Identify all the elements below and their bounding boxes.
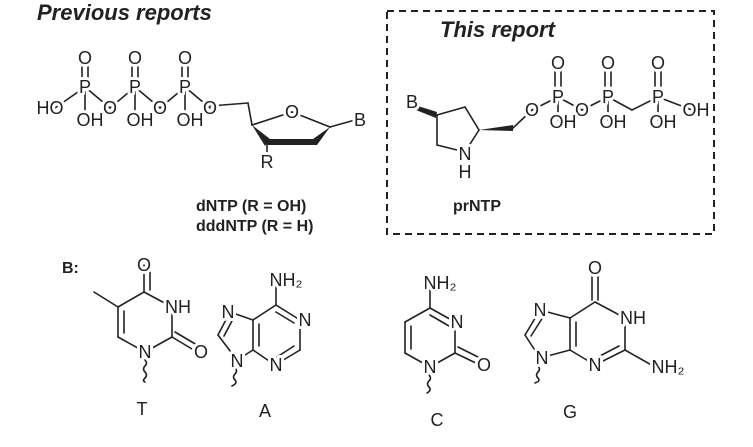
atom-label: NH xyxy=(620,308,646,328)
atom-label: NH₂ xyxy=(652,357,685,377)
dntp-label: dNTP (R = OH) xyxy=(196,198,306,215)
atom-label: O xyxy=(575,100,589,120)
atom-label: HO xyxy=(37,98,64,118)
atom-label: O xyxy=(651,53,665,73)
atom-label: N xyxy=(534,300,547,320)
atom-label: OH xyxy=(77,110,104,130)
atom-label: O xyxy=(551,53,565,73)
atom-label: B xyxy=(354,110,366,130)
atom-label: P xyxy=(602,87,614,107)
atom-label: OH xyxy=(177,110,204,130)
thymine-structure: O NH O N T xyxy=(93,252,211,419)
atom-label: N xyxy=(424,357,437,377)
atom-label: O xyxy=(477,355,491,375)
atom-label: N xyxy=(222,302,235,322)
cytosine-structure: NH₂ N O N C xyxy=(404,270,494,430)
atom-label: NH₂ xyxy=(270,270,303,290)
atom-label: N xyxy=(139,342,152,362)
guanine-structure: O NH NH₂ N N N G xyxy=(524,255,688,422)
heading-previous-reports: Previous reports xyxy=(37,0,212,25)
atom-label: N xyxy=(459,144,472,164)
adenine-structure: NH₂ N N N N A xyxy=(217,267,315,421)
atom-label: O xyxy=(103,98,117,118)
atom-label: O xyxy=(588,258,602,278)
dddntp-label: dddNTP (R = H) xyxy=(196,218,313,235)
atom-label: OH xyxy=(650,112,677,132)
atom-label: O xyxy=(137,255,151,275)
atom-label: P xyxy=(652,87,664,107)
atom-label: O xyxy=(203,98,217,118)
prntp-structure: B N H O P P P O O O O OH OH OH OH prNTP xyxy=(403,50,713,215)
bases-label: B: xyxy=(62,260,79,277)
atom-label: N xyxy=(536,348,549,368)
atom-label: N xyxy=(231,351,244,371)
base-name-c: C xyxy=(431,410,444,430)
this-report-box xyxy=(386,10,715,235)
atom-label: NH₂ xyxy=(424,273,457,293)
atom-label: N xyxy=(589,355,602,375)
atom-label: O xyxy=(78,48,92,68)
atom-label: O xyxy=(128,48,142,68)
atom-label: O xyxy=(194,342,208,362)
atom-label: OH xyxy=(550,112,577,132)
atom-label: P xyxy=(79,77,91,97)
atom-label: NH xyxy=(165,297,191,317)
atom-label: O xyxy=(178,48,192,68)
atom-label: R xyxy=(261,152,274,172)
atom-label: O xyxy=(525,100,539,120)
atom-label: N xyxy=(270,355,283,375)
atom-label: OH xyxy=(683,100,710,120)
atom-label: B xyxy=(406,92,418,112)
base-name-a: A xyxy=(259,401,271,421)
prntp-label: prNTP xyxy=(453,198,501,215)
atom-label: N xyxy=(299,310,312,330)
atom-label: H xyxy=(459,162,472,182)
dntp-structure: O O O P P P HO O O O OH OH OH O B R dNTP… xyxy=(34,45,370,235)
atom-label: P xyxy=(179,77,191,97)
atom-label: P xyxy=(129,77,141,97)
atom-label: OH xyxy=(127,110,154,130)
atom-label: O xyxy=(153,98,167,118)
atom-label: N xyxy=(451,312,464,332)
base-name-t: T xyxy=(137,399,148,419)
atom-label: P xyxy=(552,87,564,107)
atom-label: O xyxy=(285,102,299,122)
atom-label: O xyxy=(601,53,615,73)
base-name-g: G xyxy=(563,402,577,422)
heading-this-report: This report xyxy=(440,17,557,42)
atom-label: OH xyxy=(600,112,627,132)
